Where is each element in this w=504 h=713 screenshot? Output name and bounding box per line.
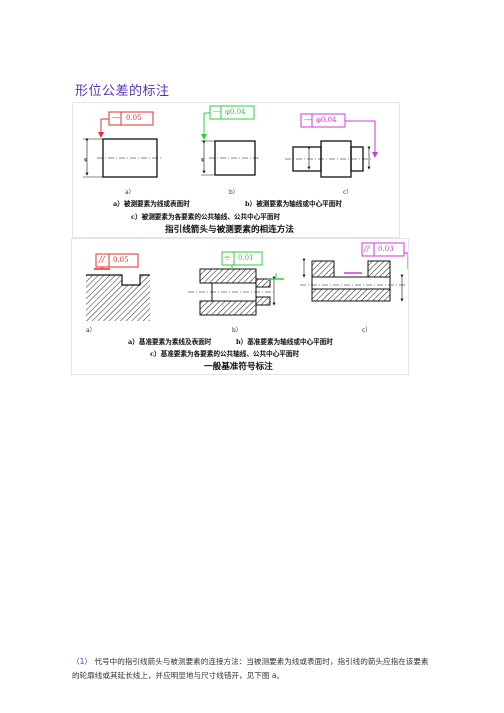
frame-2c-symbol: // — [364, 244, 370, 253]
caption-2b: b）基准要素为轴线或中心平面时 — [236, 338, 333, 346]
datum-frame-2b — [221, 251, 263, 266]
body-paragraph: （1） 代号中的指引线箭头与被测要素的连接方法：当被测要素为线或表面时，指引线的… — [72, 655, 432, 683]
caption-a: a）被测要素为线或表面时 — [113, 200, 190, 208]
frame-a-value: 0.05 — [126, 114, 142, 122]
frame-c-symbol: — — [304, 115, 312, 124]
frame-2a-symbol: // — [99, 255, 105, 264]
part-c — [285, 120, 378, 178]
tolerance-frame-a — [108, 111, 154, 126]
datum-frame-2c — [361, 242, 405, 257]
caption-b: b）被测要素为轴线或中心平面时 — [245, 200, 342, 208]
figure2-drawing — [86, 242, 408, 321]
part-b: φ — [201, 112, 261, 176]
frame-2b-value: 0.01 — [238, 254, 254, 262]
figure-datum-symbol-marking: // 0.05 ⌯ 0.01 // 0.03 a） b） c） a）基准要素为素… — [71, 238, 409, 375]
frame-a-symbol: — — [112, 113, 120, 122]
tolerance-frame-b — [209, 105, 255, 120]
frame-b-value: φ0.04 — [225, 108, 246, 116]
part-2c — [300, 252, 408, 302]
part-2b — [188, 265, 284, 316]
figure-leader-arrow-methods: φ φ — [72, 102, 400, 238]
figure1-drawing: φ φ — [83, 105, 378, 178]
label-c: c） — [343, 189, 353, 196]
figure1-title: 指引线箭头与被测要素的相连方法 — [165, 225, 294, 235]
frame-c-value: φ0.04 — [316, 116, 337, 124]
tolerance-frame-c — [300, 113, 346, 128]
paragraph-number: （1） — [72, 657, 93, 666]
label-b: b） — [229, 189, 239, 196]
frame-b-symbol: — — [213, 107, 221, 116]
svg-text:φ: φ — [84, 157, 88, 163]
svg-text:φ: φ — [201, 157, 205, 163]
datum-frame-2a — [95, 253, 139, 268]
paragraph-text: 代号中的指引线箭头与被测要素的连接方法：当被测要素为线或表面时，指引线的箭头应指… — [72, 657, 429, 680]
caption-c: c）被测要素为各要素的公共轴线、公共中心平面时 — [131, 213, 281, 221]
page-title: 形位公差的标注 — [75, 84, 170, 99]
label-2c: c） — [362, 327, 372, 334]
frame-2a-value: 0.05 — [113, 256, 129, 264]
part-2a — [86, 262, 150, 321]
label-2b: b） — [232, 327, 242, 334]
label-2a: a） — [86, 327, 96, 334]
part-a: φ — [83, 118, 163, 178]
caption-2a: a）基准要素为素线及表面时 — [128, 338, 212, 346]
frame-2c-value: 0.03 — [378, 245, 394, 253]
label-a: a） — [125, 189, 135, 196]
figure2-title: 一般基准符号标注 — [204, 362, 273, 372]
caption-2c: c）基准要素为各要素的公共轴线、公共中心平面时 — [150, 350, 300, 358]
frame-2b-symbol: ⌯ — [224, 253, 231, 262]
